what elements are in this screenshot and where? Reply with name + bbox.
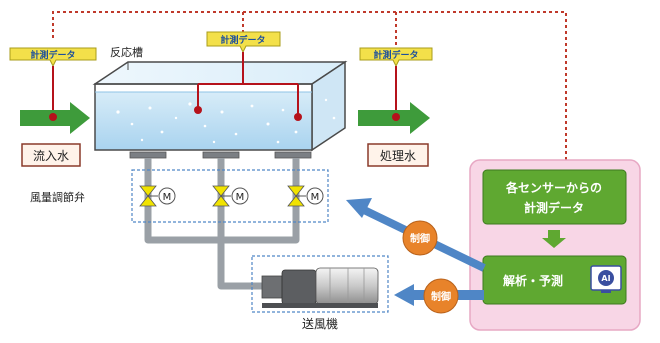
analysis-label: 解析・予測 xyxy=(503,273,563,288)
control-badge-lower: 制御 xyxy=(423,278,459,314)
blower-group-box xyxy=(251,255,389,313)
sensor-data-box-line1: 各センサーからの xyxy=(505,180,602,195)
control-label-upper: 制御 xyxy=(410,232,430,245)
ai-monitor-icon: AI xyxy=(590,265,622,293)
ai-badge-label: AI xyxy=(601,274,610,283)
sensor-data-box: 各センサーからの 計測データ xyxy=(482,169,627,225)
valve-motor-label-3: M xyxy=(311,192,320,203)
air-bubbles xyxy=(116,98,336,144)
valve-1: M xyxy=(139,185,176,207)
tank-label: 反応槽 xyxy=(110,45,143,59)
sensor-data-label-right: 計測データ xyxy=(373,49,418,61)
sensor-probes xyxy=(52,52,397,117)
panel-down-arrow xyxy=(542,230,566,248)
blower-machine xyxy=(261,267,379,308)
outflow-arrow xyxy=(358,102,430,134)
control-loop-dashed-line xyxy=(52,11,567,160)
valve-motor-label-2: M xyxy=(236,192,245,203)
valve-group-label: 風量調節弁 xyxy=(30,190,85,204)
sensor-data-box-line2: 計測データ xyxy=(524,200,584,215)
valve-motor-label-1: M xyxy=(163,192,172,203)
valve-2: M xyxy=(212,185,249,207)
outflow-label-box: 処理水 xyxy=(367,143,429,167)
outflow-label: 処理水 xyxy=(380,149,416,163)
analysis-box: 解析・予測 AI xyxy=(482,255,627,305)
sensor-data-label-center: 計測データ xyxy=(220,34,265,46)
control-label-lower: 制御 xyxy=(431,290,451,303)
sensor-data-tag-center: 計測データ xyxy=(206,31,281,54)
valve-3: M xyxy=(287,185,324,207)
reaction-tank xyxy=(92,60,348,159)
air-diffusers xyxy=(129,151,312,159)
control-badge-upper: 制御 xyxy=(402,220,438,256)
inflow-label: 流入水 xyxy=(33,149,69,163)
sensor-data-tag-left: 計測データ xyxy=(9,47,97,68)
sensor-data-label-left: 計測データ xyxy=(30,49,75,61)
inflow-label-box: 流入水 xyxy=(21,143,81,167)
valve-group-box xyxy=(131,169,329,223)
blower-label: 送風機 xyxy=(302,316,338,331)
inflow-arrow xyxy=(20,102,90,134)
sensor-data-tag-right: 計測データ xyxy=(359,47,433,68)
